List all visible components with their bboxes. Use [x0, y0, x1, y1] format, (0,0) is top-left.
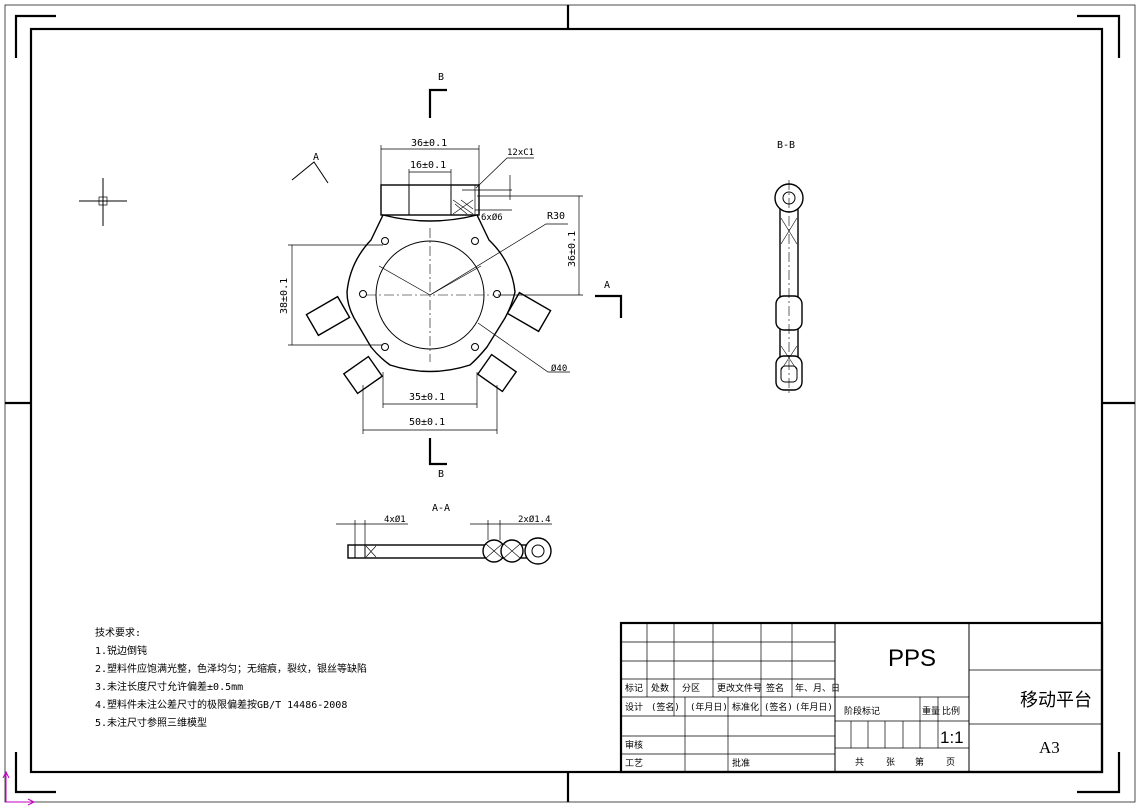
material-text: PPS [888, 645, 936, 672]
rev-header-count: 处数 [651, 682, 669, 694]
dim-left-vertical: 38±0.1 [279, 278, 290, 314]
note-item-2: 2.塑料件应饱满光整，色泽均匀；无缩痕，裂纹，银丝等缺陷 [95, 662, 367, 675]
section-markers: B B A A [291, 72, 623, 480]
sheet-frame [4, 4, 1136, 803]
note-item-5: 5.未注尺寸参照三维模型 [95, 716, 207, 729]
standard-sign: (签名) [764, 701, 793, 713]
dim-aa-right: 2xØ1.4 [518, 514, 551, 525]
design-label: 设计 [625, 701, 643, 713]
section-label-b-bottom: B [438, 469, 444, 480]
sheet-total-unit: 张 [886, 757, 895, 768]
sheet-index-unit: 页 [946, 757, 955, 768]
rev-header-mark: 标记 [625, 682, 643, 694]
section-view-aa: A-A 4xØ1 2xØ1.4 [336, 503, 552, 565]
rev-header-doc: 更改文件号 [717, 682, 762, 694]
part-name: 移动平台 [1020, 690, 1092, 711]
rev-header-zone: 分区 [682, 683, 700, 694]
rev-header-sign: 签名 [766, 682, 784, 694]
dim-chamfer: 12xC1 [507, 148, 534, 158]
section-label-a-right: A [604, 280, 610, 291]
dim-center-dia: Ø40 [551, 363, 567, 374]
dim-bottom-outer: 50±0.1 [409, 417, 445, 428]
dim-right-vertical: 36±0.1 [567, 231, 578, 267]
ucs-axis-icon [2, 770, 36, 806]
dim-hole-dia: 6xØ6 [481, 212, 503, 223]
note-item-1: 1.锐边倒钝 [95, 644, 147, 657]
cad-crosshair-icon[interactable] [79, 178, 127, 226]
sheet-size: A3 [1039, 738, 1060, 757]
rev-header-date: 年、月、日 [795, 682, 840, 694]
dim-aa-left: 4xØ1 [384, 514, 406, 525]
sheet-index-label: 第 [915, 756, 924, 768]
design-sign: (签名) [651, 701, 680, 713]
note-item-4: 4.塑料件未注公差尺寸的极限偏差按GB/T 14486-2008 [95, 698, 347, 711]
process-label: 工艺 [625, 758, 643, 769]
main-view [305, 184, 552, 395]
dim-radius: R30 [547, 211, 565, 222]
dim-bottom-inner: 35±0.1 [409, 392, 445, 403]
stage-header-weight: 重量 [922, 705, 940, 717]
section-view-bb: B-B [774, 140, 804, 394]
stage-header-scale: 比例 [942, 705, 960, 717]
view-title-aa: A-A [432, 503, 450, 514]
dim-top-inner: 16±0.1 [410, 160, 446, 171]
title-block: 标记 处数 分区 更改文件号 签名 年、月、日 设计 (签名) (年月日) 标准… [619, 621, 1104, 774]
scale-value: 1:1 [940, 728, 964, 747]
design-date: (年月日) [690, 701, 728, 713]
technical-notes: 技术要求: 1.锐边倒钝 2.塑料件应饱满光整，色泽均匀；无缩痕，裂纹，银丝等缺… [95, 626, 367, 729]
stage-header-mark: 阶段标记 [844, 705, 880, 717]
dim-top-outer: 36±0.1 [411, 138, 447, 149]
standard-date: (年月日) [795, 701, 833, 713]
note-item-3: 3.未注长度尺寸允许偏差±0.5mm [95, 680, 243, 693]
standard-label: 标准化 [732, 701, 759, 713]
dimensions: 36±0.1 16±0.1 12xC1 6xØ6 R30 36±0.1 38±0… [279, 138, 583, 434]
view-title-bb: B-B [777, 140, 795, 151]
sheet-total-label: 共 [855, 757, 864, 768]
notes-title: 技术要求: [95, 626, 141, 639]
approve-label: 批准 [732, 757, 750, 769]
section-label-a-left: A [313, 152, 319, 163]
section-label-b-top: B [438, 72, 444, 83]
review-label: 审核 [625, 739, 643, 751]
